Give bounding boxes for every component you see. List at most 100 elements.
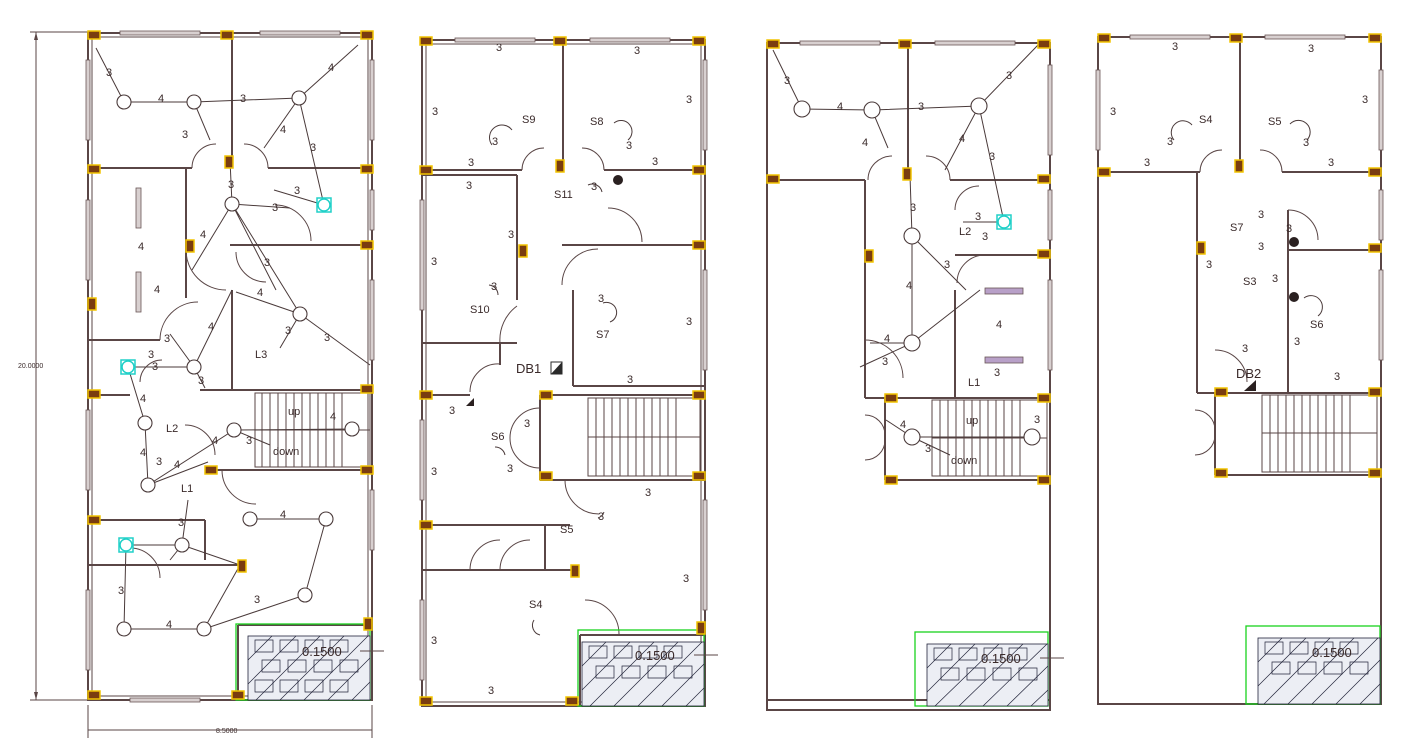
wire-number: 3	[246, 435, 252, 447]
walls	[87, 32, 373, 701]
wire-number: 3	[918, 101, 924, 113]
wire-number: 3	[524, 418, 530, 430]
width-dimension: 8.5000	[216, 728, 238, 735]
wire-number: 4	[906, 280, 912, 292]
wire-number: 3	[994, 367, 1000, 379]
wire-number: 3	[1206, 259, 1212, 271]
switch-label-s10: S10	[470, 304, 490, 316]
switch-label-s7: S7	[596, 329, 609, 341]
wire-number: 4	[280, 509, 286, 521]
wire-number: 3	[1258, 241, 1264, 253]
staircase	[587, 397, 701, 477]
wire-number: 3	[508, 229, 514, 241]
switch-label-s9: S9	[522, 114, 535, 126]
wire-number: 3	[496, 42, 502, 54]
staircase	[1261, 394, 1378, 473]
switches: S9 S8 S11 S10 S7 S6 S5 S4	[466, 114, 633, 636]
wire-number: 3	[925, 443, 931, 455]
wire-number: 4	[328, 62, 334, 74]
tank-level-label: 0.1500	[635, 648, 675, 663]
wire-number: 3	[591, 181, 597, 193]
walls	[766, 42, 1051, 711]
light-label-l1: L1	[181, 483, 193, 495]
wire-number: 3	[310, 142, 316, 154]
wire-number: 3	[106, 67, 112, 79]
wire-number: 3	[686, 316, 692, 328]
wire-number: 3	[272, 202, 278, 214]
wire-number: 3	[634, 45, 640, 57]
wire-number: 3	[507, 463, 513, 475]
doors	[129, 143, 312, 579]
wire-number: 4	[140, 393, 146, 405]
wire-number: 3	[254, 594, 260, 606]
switch-label-s6: S6	[1310, 319, 1323, 331]
windows	[85, 30, 375, 703]
wire-number: 3	[1303, 137, 1309, 149]
wire-number: 3	[1034, 414, 1040, 426]
water-tank: 0.1500	[235, 623, 384, 701]
db2-label: DB2	[1236, 366, 1261, 381]
wire-number: 4	[996, 319, 1002, 331]
wire-number: 3	[989, 151, 995, 163]
wire-numbers: 3 4 3 3 4 3 4 3 3 3 4 3 4 4 3 3 3 3 4	[784, 70, 1040, 455]
light-points	[116, 90, 360, 637]
wire-number: 3	[178, 517, 184, 529]
wire-number: 4	[208, 321, 214, 333]
wire-number: 3	[228, 179, 234, 191]
wire-number: 3	[882, 356, 888, 368]
doors	[469, 147, 643, 635]
switches: S4 S5 S7 S3 S6	[1170, 114, 1323, 331]
wire-number: 3	[294, 185, 300, 197]
wire-number: 3	[449, 405, 455, 417]
wire-number: 3	[324, 332, 330, 344]
wire-number: 4	[280, 124, 286, 136]
stair-up-label: up	[966, 415, 978, 427]
wire-number: 3	[982, 231, 988, 243]
light-labels: L3 L2 L1	[166, 349, 267, 495]
stair-up-label: up	[288, 406, 300, 418]
wire-number: 3	[910, 202, 916, 214]
db1-label: DB1	[516, 361, 541, 376]
light-label-l2: L2	[166, 423, 178, 435]
columns	[766, 39, 1051, 485]
wire-number: 3	[431, 256, 437, 268]
wire-number: 3	[1308, 43, 1314, 55]
wire-number: 3	[1110, 106, 1116, 118]
switch-label-s5: S5	[560, 524, 573, 536]
switch-label-s5: S5	[1268, 116, 1281, 128]
wire-number: 3	[1167, 136, 1173, 148]
wire-number: 3	[285, 325, 291, 337]
wire-number: 3	[1362, 94, 1368, 106]
tank-level-label: 0.1500	[302, 644, 342, 659]
wire-number: 3	[264, 257, 270, 269]
floor-plan-4: 0.1500 DB2 S4 S5 S7 S3 S6	[1095, 33, 1384, 705]
switch-label-s4: S4	[529, 599, 542, 611]
wire-number: 4	[158, 93, 164, 105]
windows	[799, 40, 1053, 371]
floor-plan-3: up down 0.1500	[766, 39, 1064, 711]
wire-number: 4	[862, 137, 868, 149]
wire-number: 4	[212, 435, 218, 447]
wire-number: 4	[140, 447, 146, 459]
wire-numbers: 3 3 3 3 3 3 3 3 3 3 3 3 3 3 3 3 3 3 3 3 …	[431, 42, 692, 697]
wire-number: 3	[626, 140, 632, 152]
wire-number: 3	[152, 361, 158, 373]
wire-number: 3	[118, 585, 124, 597]
switch-label-s11: S11	[554, 189, 573, 201]
wire-number: 3	[491, 281, 497, 293]
switch-label-s8: S8	[590, 116, 603, 128]
columns	[87, 30, 374, 700]
wire-number: 3	[645, 487, 651, 499]
wire-number: 4	[330, 411, 336, 423]
wire-number: 3	[156, 456, 162, 468]
wire-numbers: 3 4 3 4 3 4 3 3 3 4 4 4 3 4 3 3 4 3 3 3 …	[106, 62, 336, 631]
wire-number: 3	[1272, 273, 1278, 285]
switch-label-s6: S6	[491, 431, 504, 443]
wire-number: 3	[784, 75, 790, 87]
wire-number: 3	[975, 211, 981, 223]
height-dimension: 20.0000	[18, 363, 43, 370]
wire-number: 3	[1242, 343, 1248, 355]
columns	[419, 36, 706, 706]
tank-level-label: 0.1500	[1312, 645, 1352, 660]
